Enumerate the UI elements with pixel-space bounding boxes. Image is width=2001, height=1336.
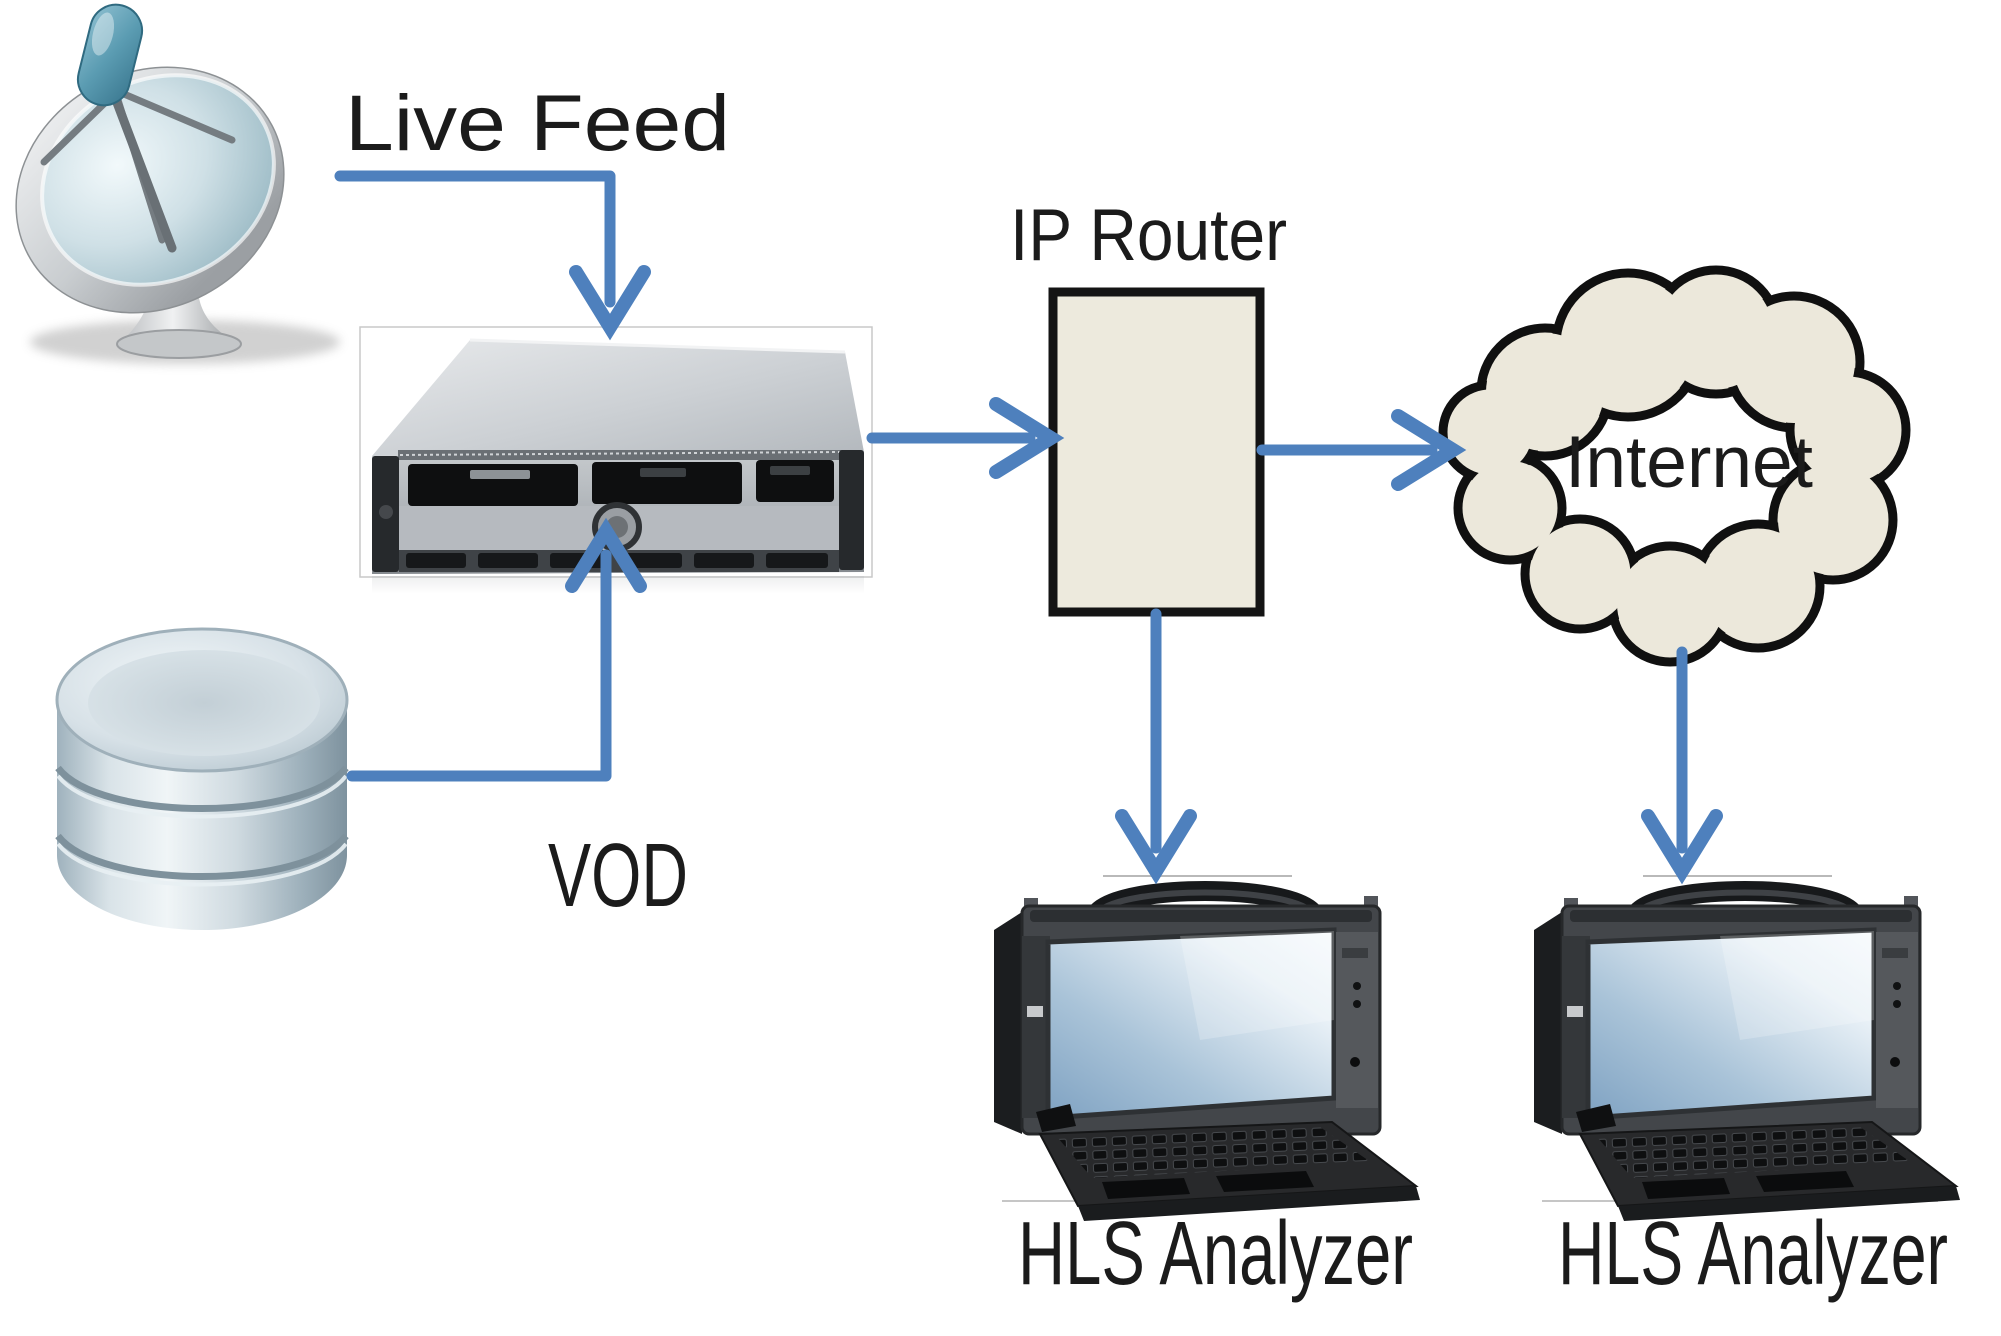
vod-label: VOD <box>548 826 688 926</box>
internet-cloud <box>1438 265 1911 667</box>
database-top-inner <box>88 650 320 756</box>
hls-analyzer-label-left: HLS Analyzer <box>1018 1204 1413 1304</box>
arrow-server-to-router <box>866 397 1065 479</box>
arrow-vod <box>346 517 647 782</box>
dish-struts <box>40 90 236 253</box>
arrowhead-right-icon <box>989 397 1065 479</box>
database-band-1 <box>55 765 349 812</box>
ip-router-box <box>1048 287 1265 617</box>
arrow-live-feed <box>334 170 651 341</box>
arrowhead-down-icon <box>1115 809 1197 885</box>
dish-feed-horn <box>76 3 144 107</box>
media-server-image <box>359 326 873 594</box>
dish-foot <box>118 278 240 346</box>
server-vent-strip <box>398 450 842 460</box>
server-drive-slots <box>408 460 834 506</box>
hls-analyzer-label-right: HLS Analyzer <box>1558 1204 1948 1304</box>
arrowhead-down-icon <box>1641 809 1723 885</box>
edges <box>334 170 1723 885</box>
database-band-2 <box>55 833 349 880</box>
hls-analyzer-image-left <box>994 876 1420 1221</box>
hls-analyzer-image-right <box>1534 876 1960 1221</box>
dish-horn-highlight <box>91 12 115 56</box>
server-reflection <box>372 576 864 594</box>
arrow-router-to-analyzer1 <box>1115 608 1197 885</box>
live-feed-label: Live Feed <box>345 78 730 167</box>
database-icon <box>55 627 349 930</box>
database-band-1-highlight <box>56 774 348 819</box>
satellite-dish-icon <box>15 3 340 364</box>
server-top-surface <box>372 340 864 456</box>
server-vent-holes <box>399 451 841 456</box>
database-band-2-highlight <box>56 842 348 887</box>
cloud-fill <box>1448 275 1901 657</box>
arrowhead-right-icon <box>1391 409 1467 491</box>
dish-foot-base <box>116 329 242 359</box>
internet-label: Internet <box>1565 422 1813 503</box>
arrowhead-up-icon <box>565 517 647 593</box>
ip-router-label: IP Router <box>1010 195 1287 276</box>
server-right-ear <box>839 450 864 570</box>
arrow-router-to-internet <box>1256 409 1467 491</box>
server-top-edge <box>469 338 846 354</box>
server-left-ear-hole <box>379 505 393 519</box>
arrow-internet-to-analyzer2 <box>1641 646 1723 885</box>
arrowhead-down-icon <box>569 265 651 341</box>
